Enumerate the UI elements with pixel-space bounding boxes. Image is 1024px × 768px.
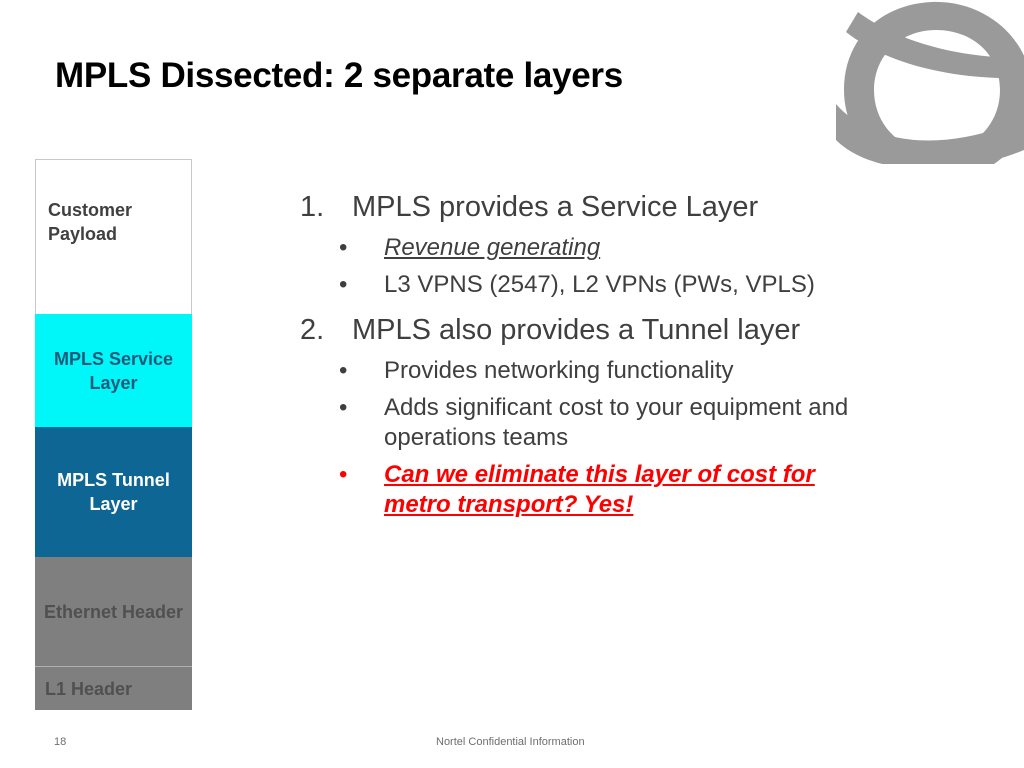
numbered-point: 1. MPLS provides a Service Layer: [300, 188, 960, 226]
slide-title: MPLS Dissected: 2 separate layers: [55, 56, 623, 95]
bullet-marker: •: [339, 271, 348, 298]
bullet-list: • Provides networking functionality • Ad…: [300, 356, 960, 520]
bullet-item: • Adds significant cost to your equipmen…: [300, 393, 960, 453]
bullet-text-line: Can we eliminate this layer of cost for: [384, 461, 815, 488]
layer-label: L1 Header: [45, 678, 133, 699]
highlighted-bullet-text: Can we eliminate this layer of cost for …: [384, 460, 960, 520]
point-number: 1.: [300, 191, 325, 223]
bullet-text: L3 VPNS (2547), L2 VPNs (PWs, VPLS): [384, 271, 815, 298]
layer-label: MPLS Tunnel: [57, 470, 170, 490]
bullet-marker: •: [339, 461, 348, 488]
layer-label: Ethernet Header: [43, 601, 184, 622]
bullet-marker: •: [339, 234, 348, 261]
bullet-text-line: Adds significant cost to your equipment …: [384, 394, 849, 421]
bullet-text: Adds significant cost to your equipment …: [384, 393, 960, 453]
mpls-tunnel-layer: MPLS Tunnel Layer: [35, 427, 192, 557]
bullet-text-line: metro transport? Yes!: [384, 491, 634, 518]
point-text: MPLS also provides a Tunnel layer: [352, 314, 801, 346]
l1-header-layer: L1 Header: [35, 667, 192, 710]
layer-label: Customer: [48, 200, 133, 220]
page-number: 18: [54, 736, 67, 748]
bullet-text: Provides networking functionality: [384, 357, 734, 384]
point-number: 2.: [300, 314, 325, 346]
point-text: MPLS provides a Service Layer: [352, 191, 759, 223]
bullet-item: • L3 VPNS (2547), L2 VPNs (PWs, VPLS): [300, 270, 960, 300]
layer-label: MPLS Service: [53, 348, 174, 369]
customer-payload-layer: Customer Payload: [35, 159, 192, 314]
globe-logo: [836, 1, 1024, 178]
layer-label: Layer: [89, 494, 138, 514]
bullet-item: • Revenue generating: [300, 233, 960, 263]
bullet-marker: •: [339, 357, 348, 384]
layer-label: Layer: [89, 372, 138, 393]
mpls-service-layer: MPLS Service Layer: [35, 314, 192, 427]
bullet-list: • Revenue generating • L3 VPNS (2547), L…: [300, 233, 960, 300]
bullet-item: • Can we eliminate this layer of cost fo…: [300, 460, 960, 520]
protocol-stack-diagram: Customer Payload MPLS Service Layer MPLS…: [35, 159, 192, 710]
numbered-point: 2. MPLS also provides a Tunnel layer: [300, 311, 960, 349]
ethernet-header-layer: Ethernet Header: [35, 557, 192, 667]
bullet-item: • Provides networking functionality: [300, 356, 960, 386]
slide-body: 1. MPLS provides a Service Layer • Reven…: [300, 188, 960, 520]
bullet-marker: •: [339, 394, 348, 421]
layer-label: Payload: [48, 224, 118, 244]
footer-confidential: Nortel Confidential Information: [436, 736, 585, 748]
bullet-text: Revenue generating: [384, 234, 601, 261]
bullet-text-line: operations teams: [384, 424, 569, 451]
